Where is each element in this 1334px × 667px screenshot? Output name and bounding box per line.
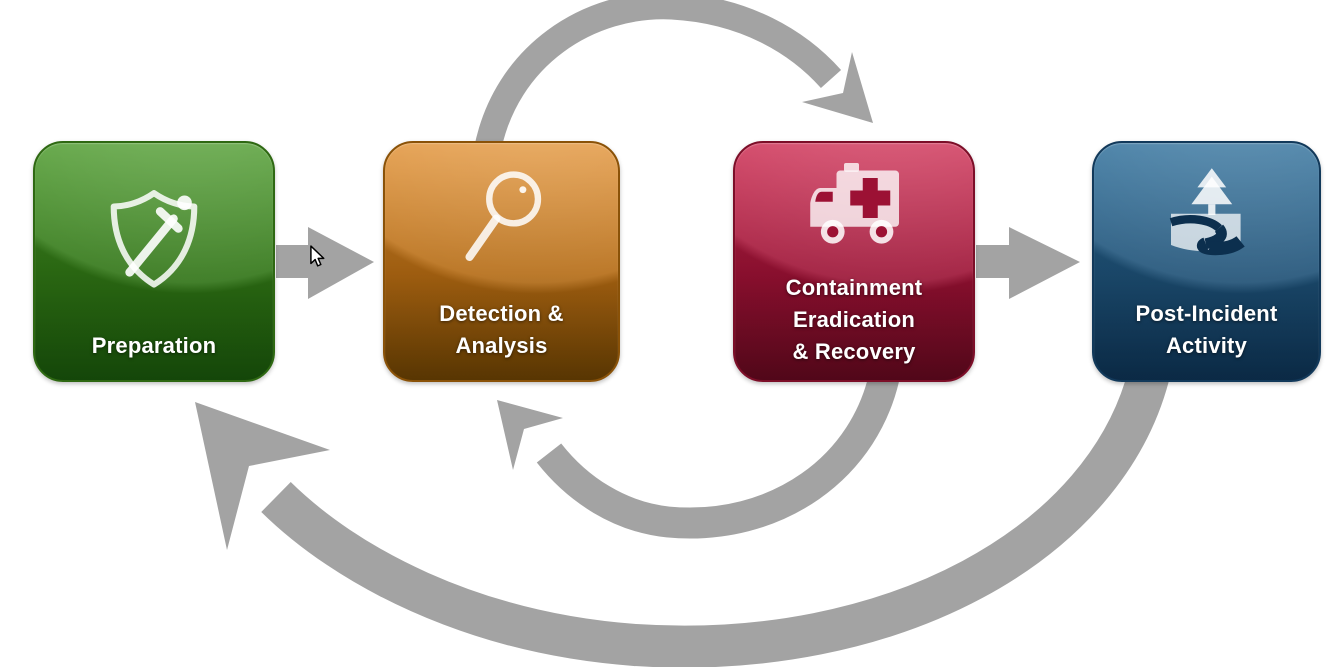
arrow-postincident-to-preparation [195, 364, 1171, 667]
stage-post-incident-activity: Post-Incident Activity [1092, 141, 1321, 382]
stage-detection-analysis: Detection & Analysis [383, 141, 620, 382]
arrow-containment-to-detection [497, 364, 902, 539]
arrow-detection-to-containment [473, 0, 873, 155]
stage-label-containment-eradication-recovery: Containment Eradication & Recovery [785, 275, 923, 365]
arrow-preparation-to-detection [276, 227, 374, 299]
stage-preparation: Preparation [33, 141, 275, 382]
stage-label-post-incident-activity: Post-Incident Activity [1135, 301, 1278, 359]
arrow-containment-to-postincident [976, 227, 1080, 299]
ambulance-icon [735, 143, 973, 272]
magnifier-icon [385, 143, 618, 298]
tree-river-icon [1094, 143, 1319, 298]
mouse-cursor [310, 245, 325, 267]
stage-label-preparation: Preparation [91, 333, 217, 359]
shield-sword-icon [35, 143, 273, 330]
stage-containment-eradication-recovery: Containment Eradication & Recovery [733, 141, 975, 382]
stage-label-detection-analysis: Detection & Analysis [439, 301, 564, 359]
